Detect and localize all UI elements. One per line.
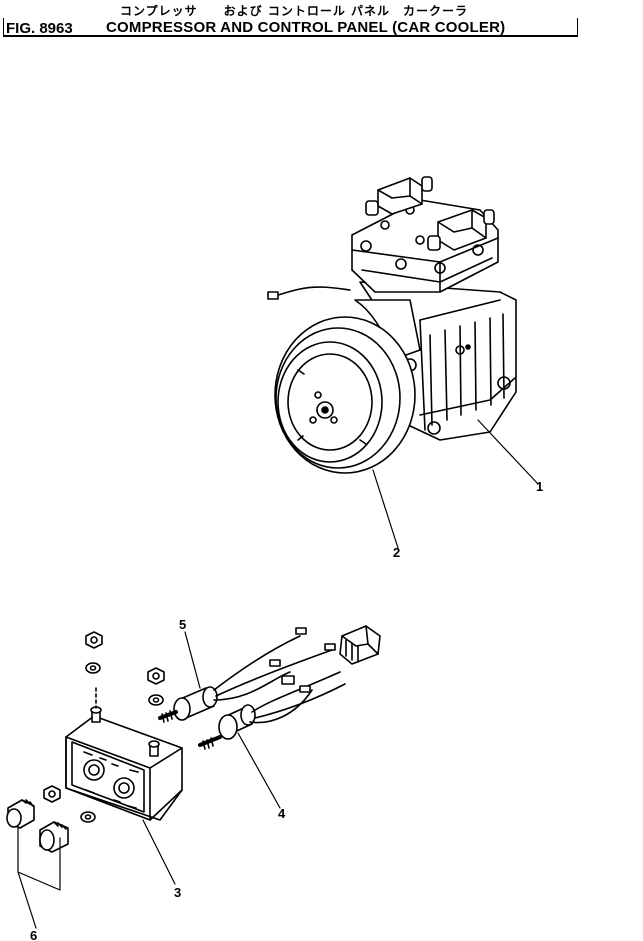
callout-6: 6 [30, 928, 37, 941]
callout-3: 3 [174, 885, 181, 900]
figure-header: コンプレッサ および コントロール パネル カークーラ FIG. 8963 CO… [0, 0, 643, 42]
compressor-drawing [267, 176, 517, 474]
figure-title: COMPRESSOR AND CONTROL PANEL (CAR COOLER… [106, 19, 506, 36]
figure-number: FIG. 8963 [6, 20, 73, 37]
title-frame [3, 18, 578, 37]
title-japanese: コンプレッサ および コントロール パネル カークーラ [120, 4, 468, 18]
leader-lines [17, 419, 539, 929]
callout-2: 2 [393, 545, 400, 560]
callout-1: 1 [536, 479, 543, 494]
nuts-washers-drawing [43, 631, 165, 823]
control-panel-drawing [65, 687, 183, 821]
knobs-drawing [6, 799, 69, 853]
callout-4: 4 [278, 806, 286, 821]
switch-harness-drawing [158, 625, 381, 750]
callout-5: 5 [179, 617, 186, 632]
